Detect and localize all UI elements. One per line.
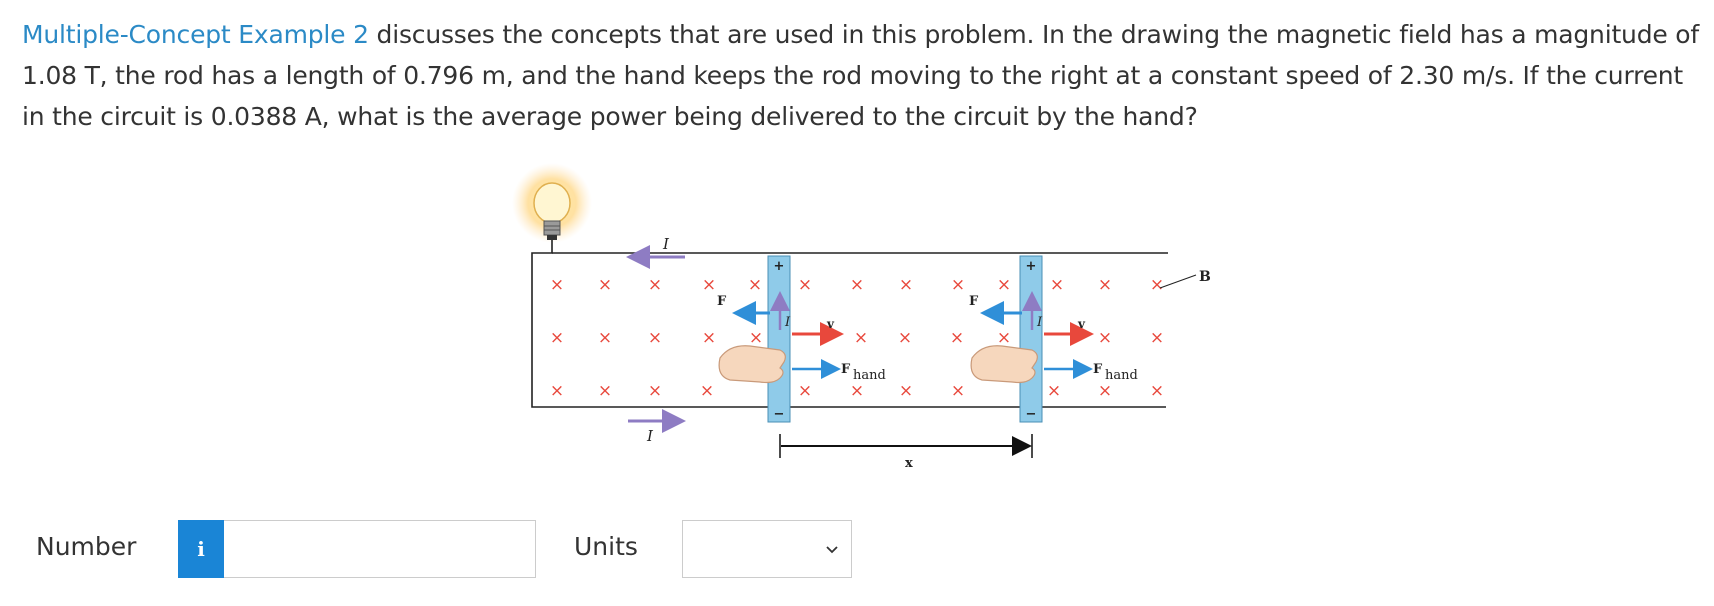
svg-text:×: × (899, 275, 913, 295)
svg-text:v: v (826, 317, 835, 331)
svg-text:B: B (1199, 269, 1211, 285)
svg-text:F: F (717, 294, 727, 309)
question-body: discusses the concepts that are used in … (22, 20, 1699, 131)
current-arrow-bottom: I (628, 409, 686, 445)
svg-text:×: × (1098, 328, 1112, 348)
circuit-wires (531, 240, 1168, 408)
svg-text:×: × (798, 381, 812, 401)
svg-text:×: × (1150, 328, 1164, 348)
svg-text:×: × (748, 275, 762, 295)
svg-text:×: × (648, 275, 662, 295)
svg-text:×: × (997, 275, 1011, 295)
svg-text:×: × (749, 328, 763, 348)
svg-text:×: × (951, 275, 965, 295)
svg-text:I: I (662, 235, 670, 253)
concept-example-link[interactable]: Multiple-Concept Example 2 (22, 20, 369, 49)
chevron-down-icon (826, 546, 838, 554)
number-input[interactable] (224, 520, 536, 578)
svg-text:I: I (646, 427, 654, 445)
displacement-arrow: x (779, 434, 1033, 471)
rod-final: + − I F v F hand (969, 255, 1138, 423)
svg-text:I: I (1036, 315, 1043, 330)
hand-icon (970, 345, 1038, 384)
number-label: Number (36, 532, 137, 561)
light-bulb-icon (512, 163, 592, 243)
svg-text:F: F (1093, 362, 1103, 377)
svg-text:+: + (1026, 259, 1037, 274)
svg-text:×: × (1150, 381, 1164, 401)
svg-text:×: × (898, 328, 912, 348)
svg-text:×: × (648, 381, 662, 401)
svg-text:×: × (1047, 381, 1061, 401)
svg-text:F: F (969, 294, 979, 309)
svg-text:×: × (1098, 275, 1112, 295)
svg-text:hand: hand (1105, 368, 1138, 383)
svg-text:+: + (774, 259, 785, 274)
question-text: Multiple-Concept Example 2 discusses the… (22, 14, 1702, 137)
svg-text:×: × (951, 381, 965, 401)
svg-text:I: I (784, 315, 791, 330)
current-arrow-top: I (626, 235, 685, 269)
svg-text:−: − (774, 407, 785, 422)
svg-text:×: × (850, 275, 864, 295)
svg-text:×: × (550, 381, 564, 401)
answer-row: Number i Units (0, 520, 1714, 580)
svg-text:×: × (899, 381, 913, 401)
svg-text:×: × (550, 275, 564, 295)
svg-text:×: × (598, 381, 612, 401)
svg-text:x: x (905, 456, 913, 471)
rod-initial: + − I F v F hand (717, 255, 886, 423)
svg-text:−: − (1026, 407, 1037, 422)
svg-text:×: × (702, 328, 716, 348)
info-icon[interactable]: i (178, 520, 224, 578)
hand-icon (718, 345, 786, 384)
svg-text:v: v (1077, 317, 1086, 331)
svg-text:×: × (1098, 381, 1112, 401)
svg-text:×: × (702, 275, 716, 295)
magnetic-field-label: B (1159, 269, 1211, 289)
svg-text:×: × (700, 381, 714, 401)
svg-text:×: × (850, 381, 864, 401)
svg-text:×: × (854, 328, 868, 348)
svg-text:×: × (798, 275, 812, 295)
svg-text:×: × (598, 328, 612, 348)
svg-text:×: × (598, 275, 612, 295)
units-label: Units (574, 532, 638, 561)
svg-text:hand: hand (853, 368, 886, 383)
svg-text:×: × (997, 328, 1011, 348)
svg-text:×: × (950, 328, 964, 348)
units-dropdown[interactable] (682, 520, 852, 578)
svg-text:×: × (648, 328, 662, 348)
magnetic-field-marks: × × × × × × × × × × × × × × × × × × × × … (550, 275, 1164, 401)
svg-text:×: × (550, 328, 564, 348)
svg-text:×: × (1050, 275, 1064, 295)
svg-text:F: F (841, 362, 851, 377)
svg-text:×: × (1150, 275, 1164, 295)
